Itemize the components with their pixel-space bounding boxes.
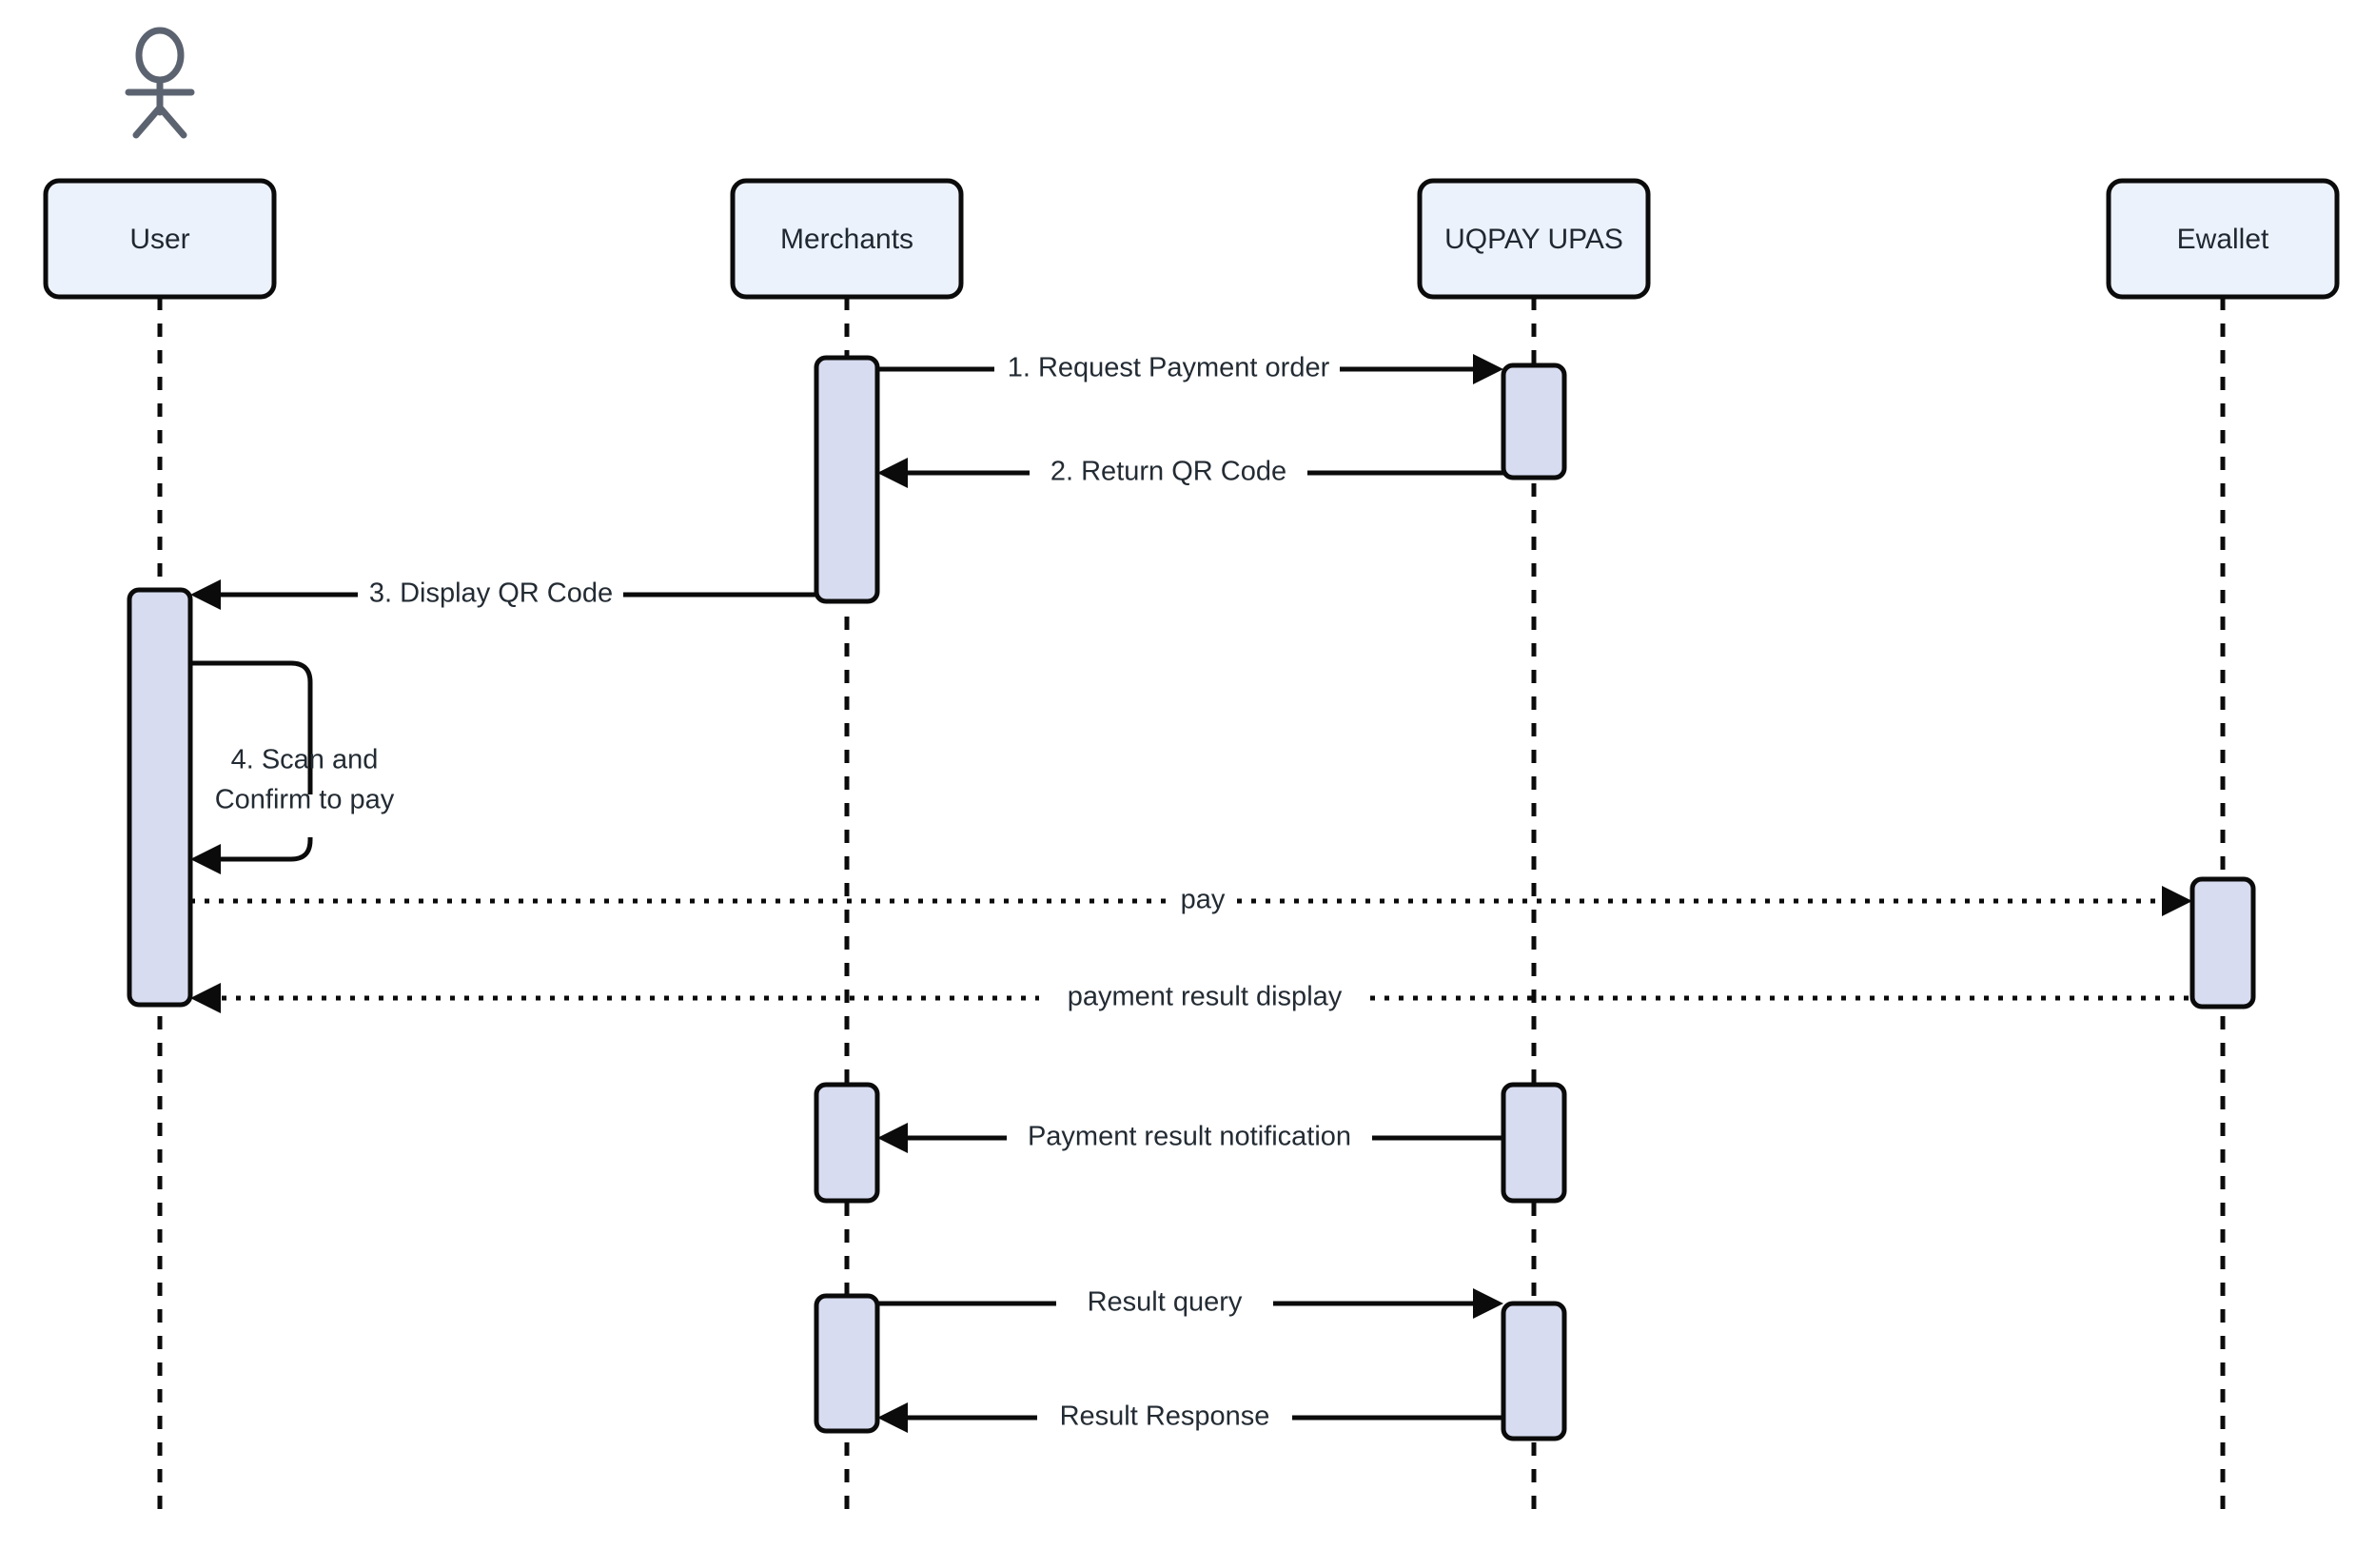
activation-uqpay-3: [1501, 1301, 1567, 1441]
participant-label-user: User: [129, 224, 189, 255]
participant-label-merchants: Merchants: [780, 224, 913, 255]
message-5-pay[interactable]: pay: [190, 885, 2192, 916]
participant-uqpay[interactable]: UQPAY UPAS: [1417, 178, 1651, 300]
activation-user-1: [127, 587, 193, 1008]
message-3-arrowhead: [190, 579, 221, 610]
participant-merchants[interactable]: Merchants: [730, 178, 964, 300]
message-5-label: pay: [1181, 885, 1226, 915]
actor-right-leg-icon: [156, 104, 187, 139]
message-1-request-payment-order[interactable]: 1. Request Payment order: [877, 353, 1503, 384]
person-stick-figure-icon: [125, 27, 195, 139]
message-7-label: Payment result notification: [1028, 1122, 1351, 1152]
message-4-scan-and-confirm-to-pay[interactable]: 4. Scan and Confirm to pay: [190, 660, 395, 874]
message-1-label: 1. Request Payment order: [1008, 353, 1330, 383]
message-6-arrowhead: [190, 983, 221, 1013]
message-8-arrowhead: [1473, 1288, 1503, 1319]
participant-user[interactable]: User: [43, 178, 277, 300]
message-1-arrowhead: [1473, 354, 1503, 384]
message-4-label-line2: Confirm to pay: [215, 785, 395, 815]
message-6-payment-result-display[interactable]: payment result display: [190, 982, 2192, 1013]
message-4-label-line1: 4. Scan and: [231, 745, 379, 775]
activation-merchants-3: [814, 1293, 880, 1434]
participant-ewallet[interactable]: Ewallet: [2106, 178, 2340, 300]
activation-ewallet-1: [2189, 876, 2256, 1009]
message-2-label: 2. Return QR Code: [1050, 457, 1286, 487]
participant-box-ewallet[interactable]: [2106, 178, 2340, 300]
message-9-arrowhead: [877, 1402, 908, 1433]
message-8-label: Result query: [1088, 1287, 1243, 1318]
message-4-loop-lower-path: [207, 837, 313, 862]
message-5-arrowhead: [2162, 886, 2192, 916]
message-7-arrowhead: [877, 1123, 908, 1153]
message-2-return-qr-code[interactable]: 2. Return QR Code: [877, 457, 1503, 488]
actor-head-icon: [135, 27, 185, 84]
participant-label-ewallet: Ewallet: [2177, 224, 2269, 255]
message-4-loop-upper-path: [190, 660, 313, 794]
message-2-arrowhead: [877, 458, 908, 488]
message-4-arrowhead: [190, 844, 221, 874]
message-3-label: 3. Display QR Code: [369, 578, 613, 609]
participant-box-user[interactable]: [43, 178, 277, 300]
activation-uqpay-1: [1501, 363, 1567, 480]
activation-uqpay-2: [1501, 1082, 1567, 1204]
message-7-payment-result-notification[interactable]: Payment result notification: [877, 1122, 1503, 1153]
message-8-result-query[interactable]: Result query: [877, 1287, 1503, 1319]
participant-label-uqpay: UQPAY UPAS: [1444, 224, 1623, 255]
message-6-label: payment result display: [1068, 982, 1343, 1012]
activation-merchants-2: [814, 1082, 880, 1204]
message-3-display-qr-code[interactable]: 3. Display QR Code: [190, 578, 816, 610]
actor-left-leg-icon: [132, 104, 164, 139]
message-9-label: Result Response: [1060, 1401, 1270, 1432]
activation-merchants-1: [814, 355, 880, 604]
message-9-result-response[interactable]: Result Response: [877, 1401, 1503, 1433]
participant-box-merchants[interactable]: [730, 178, 964, 300]
participant-box-uqpay[interactable]: [1417, 178, 1651, 300]
